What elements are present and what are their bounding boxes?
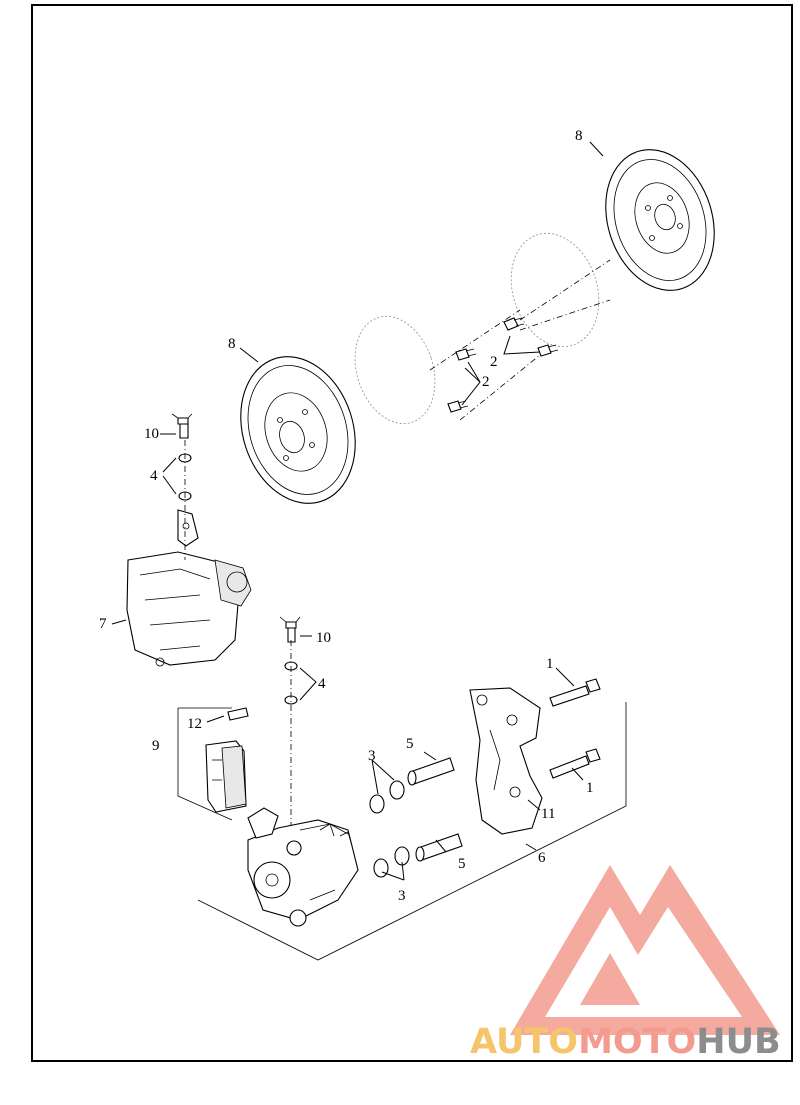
callout-3-lower: 3 — [398, 888, 406, 904]
guide-pins-5 — [407, 757, 463, 862]
callout-3-upper: 3 — [368, 748, 376, 764]
callout-numbers: 8 8 2 2 10 4 7 10 4 12 9 3 5 3 5 1 1 11 … — [99, 128, 594, 904]
carrier-bolts-1 — [549, 678, 601, 779]
caliper-carrier-11 — [469, 687, 543, 835]
watermark-text: AUTOMOTOHUB — [470, 1022, 781, 1062]
callout-10-lower: 10 — [316, 630, 331, 646]
callout-11: 11 — [541, 806, 555, 822]
callout-4-upper: 4 — [150, 468, 158, 484]
callout-6: 6 — [538, 850, 546, 866]
watermark-hub: HUB — [696, 1022, 781, 1062]
bolt-2 — [447, 317, 559, 413]
orings-3 — [369, 780, 410, 878]
clip-12 — [227, 707, 249, 721]
watermark-auto: AUTO — [470, 1022, 579, 1062]
caliper-lower — [247, 807, 359, 927]
callout-5-upper: 5 — [406, 736, 414, 752]
callout-1-upper: 1 — [546, 656, 554, 672]
callout-2-left: 2 — [482, 374, 490, 390]
callout-4-lower: 4 — [318, 676, 326, 692]
callout-2-right: 2 — [490, 354, 498, 370]
watermark-logo-icon — [510, 865, 780, 1035]
caliper-assembly-7 — [126, 509, 252, 667]
brake-pads-9 — [205, 740, 247, 813]
callout-1-lower: 1 — [586, 780, 594, 796]
callout-12: 12 — [187, 716, 202, 732]
brake-disc-lower — [240, 356, 356, 504]
leader-lines — [111, 141, 604, 881]
callout-8-lower: 8 — [228, 336, 236, 352]
callout-8-upper: 8 — [575, 128, 583, 144]
brake-disc-upper — [605, 149, 715, 291]
kit-outline-lines — [177, 702, 627, 961]
callout-10-upper: 10 — [144, 426, 159, 442]
callout-5-lower: 5 — [458, 856, 466, 872]
hub-ghost-outline — [354, 232, 611, 425]
bleeder-screw-upper — [171, 413, 193, 439]
callout-9: 9 — [152, 738, 160, 754]
watermark-moto: MOTO — [578, 1022, 697, 1062]
bleeder-screw-lower — [279, 616, 301, 643]
callout-7: 7 — [99, 616, 107, 632]
